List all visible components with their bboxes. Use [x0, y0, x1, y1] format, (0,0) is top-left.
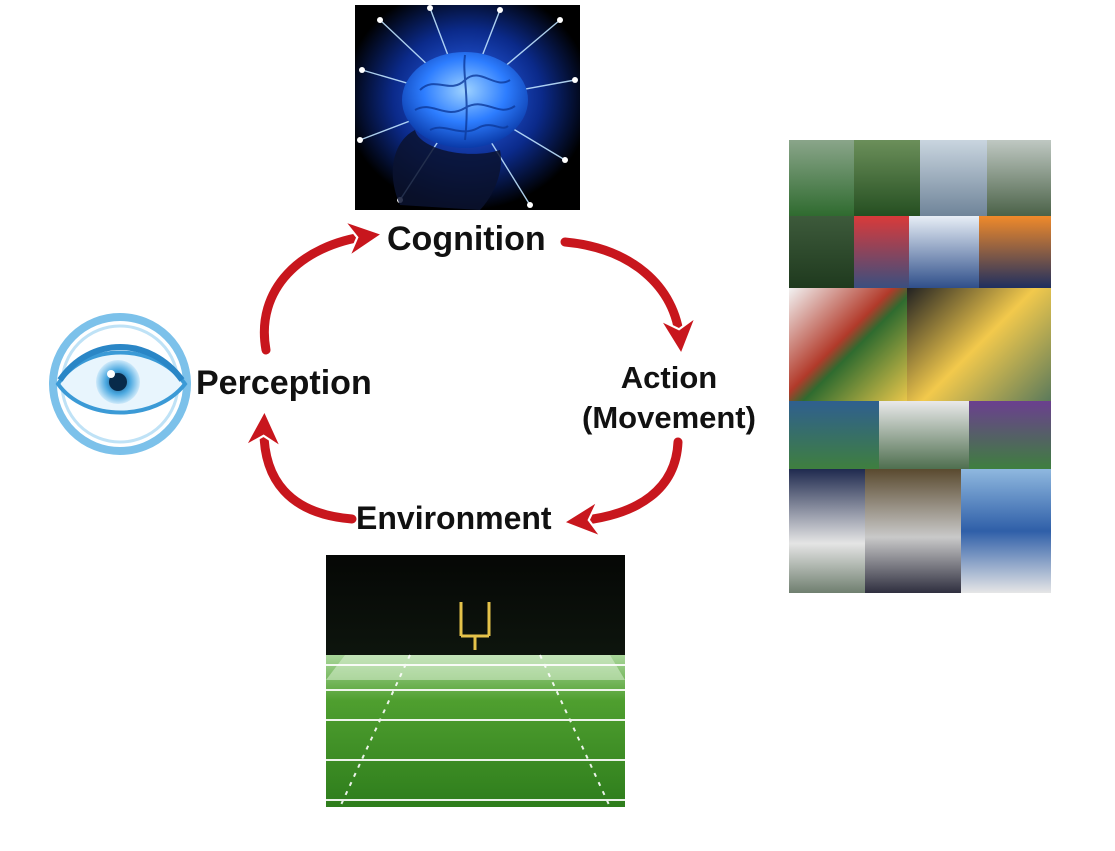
arrow-cognition-to-action — [560, 237, 680, 340]
player-tile — [854, 140, 920, 216]
player-tile — [865, 469, 961, 593]
node-action: Action (Movement) — [582, 358, 756, 438]
player-tile — [789, 288, 907, 401]
player-tile — [789, 140, 854, 216]
football-players-collage — [789, 140, 1051, 593]
node-environment: Environment — [356, 500, 552, 536]
brain-image — [355, 5, 580, 210]
cycle-arrows — [264, 236, 680, 521]
player-tile — [789, 216, 854, 288]
player-tile — [979, 216, 1051, 288]
player-tile — [789, 469, 865, 593]
player-tile — [961, 469, 1051, 593]
player-tile — [907, 288, 1051, 401]
player-tile — [909, 216, 979, 288]
player-tile — [920, 140, 987, 216]
node-cognition: Cognition — [387, 220, 546, 258]
node-perception: Perception — [196, 364, 372, 402]
player-tile — [854, 216, 909, 288]
arrow-action-to-environment — [578, 437, 683, 521]
arrow-perception-to-cognition — [259, 236, 368, 355]
football-field-image — [326, 555, 625, 808]
player-tile — [969, 401, 1051, 469]
node-action-line1: Action — [620, 360, 718, 395]
player-tile — [879, 401, 969, 469]
node-action-line2: (Movement) — [582, 400, 756, 435]
arrow-environment-to-perception — [264, 425, 357, 524]
eye-icon — [49, 313, 191, 455]
player-tile — [987, 140, 1051, 216]
player-tile — [789, 401, 879, 469]
